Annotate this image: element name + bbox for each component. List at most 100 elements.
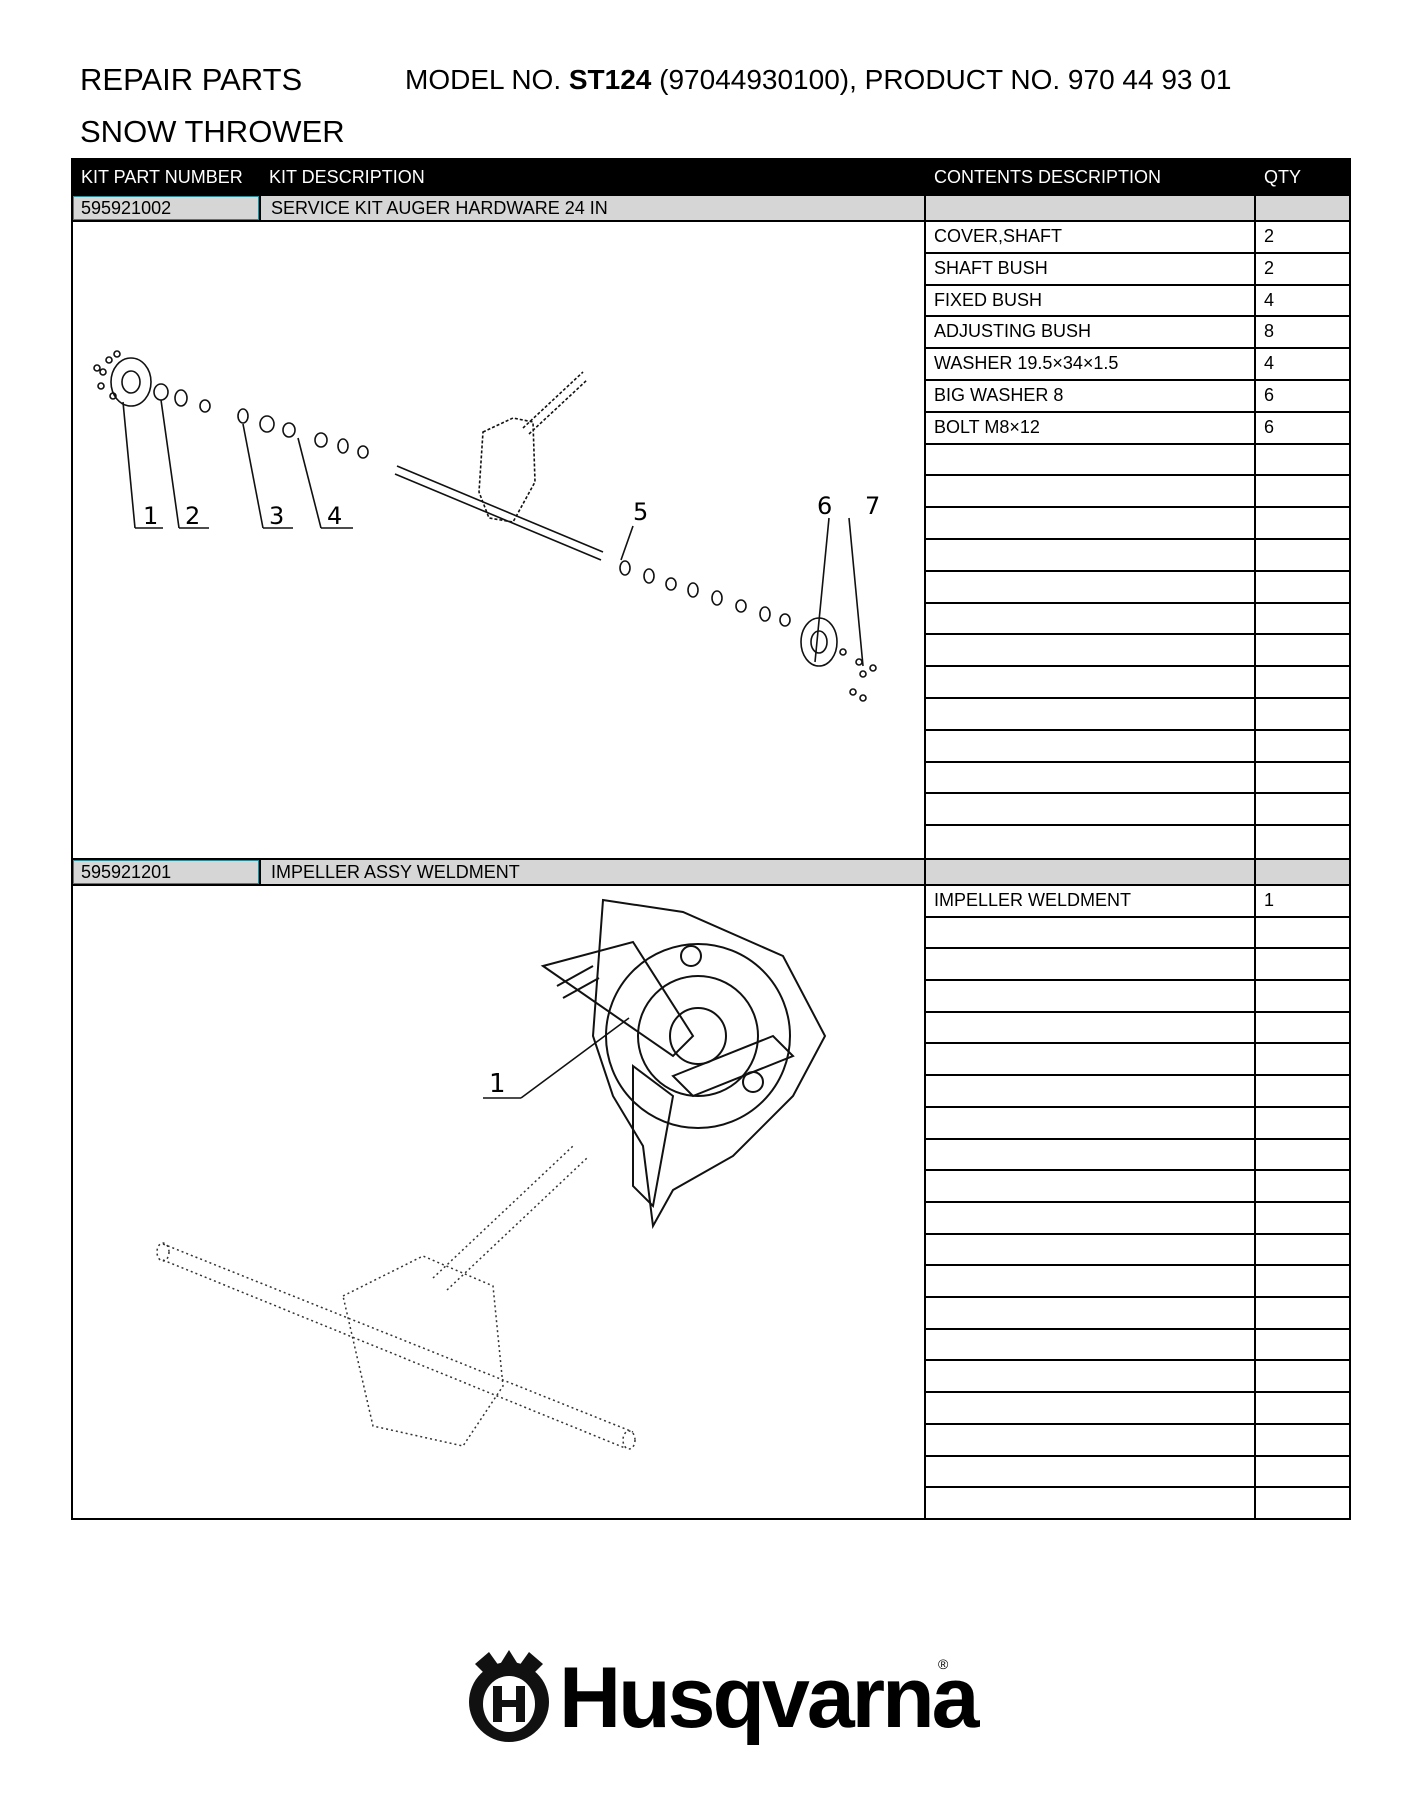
- parts-table: KIT PART NUMBER KIT DESCRIPTION CONTENTS…: [71, 158, 1351, 1520]
- table-row: [926, 949, 1351, 982]
- content-name: FIXED BUSH: [934, 289, 1043, 310]
- content-qty: [1256, 763, 1351, 792]
- content-qty: [1256, 1488, 1351, 1517]
- content-name: [926, 572, 1254, 601]
- content-name: [926, 981, 1254, 1010]
- content-name: [926, 1266, 1254, 1295]
- table-row: [926, 1171, 1351, 1203]
- content-name: [926, 540, 1254, 569]
- table-row: [926, 1362, 1351, 1394]
- table-row: [926, 981, 1351, 1013]
- content-name: [926, 445, 1254, 474]
- content-name: [926, 1045, 1254, 1074]
- kit-row: 595921201 IMPELLER ASSY WELDMENT: [73, 858, 1349, 886]
- table-row: [926, 667, 1351, 699]
- table-row: [926, 1140, 1351, 1172]
- callout-label: 1: [489, 1069, 506, 1099]
- content-name: [926, 1362, 1254, 1391]
- content-qty: 4: [1264, 353, 1275, 374]
- content-qty: [1256, 635, 1351, 664]
- table-row: [926, 731, 1351, 763]
- content-name: [926, 635, 1254, 664]
- content-qty: [1256, 540, 1351, 569]
- table-row: [926, 1076, 1351, 1108]
- column-header-qty: QTY: [1264, 167, 1302, 187]
- content-qty: [1256, 1203, 1351, 1232]
- table-row: [926, 1013, 1351, 1045]
- content-name: [926, 1235, 1254, 1264]
- content-qty: [1256, 699, 1351, 728]
- content-qty: [1256, 918, 1351, 947]
- table-row: [926, 572, 1351, 604]
- content-name: [926, 508, 1254, 537]
- auger-hardware-drawing: 1 2 3 4 5 6 7: [93, 350, 880, 702]
- logo-text: Husqvarna: [559, 1650, 979, 1746]
- husqvarna-logo: Husqvarna ®: [463, 1648, 979, 1748]
- impeller-diagram: 1: [73, 886, 924, 1520]
- callout-label: 1: [143, 502, 158, 530]
- content-qty: [1256, 949, 1351, 978]
- content-qty: 2: [1264, 226, 1275, 246]
- content-qty: 2: [1264, 257, 1275, 278]
- callout-label: 4: [327, 502, 342, 530]
- content-qty: [1256, 1298, 1351, 1327]
- content-name: [926, 1330, 1254, 1359]
- content-qty: [1256, 981, 1351, 1010]
- kit-description: IMPELLER ASSY WELDMENT: [271, 862, 520, 882]
- table-row: [926, 1203, 1351, 1235]
- table-row: [926, 1488, 1351, 1520]
- content-qty: [1256, 604, 1351, 633]
- page-subtitle: SNOW THROWER: [80, 114, 345, 149]
- content-qty: [1256, 1457, 1351, 1486]
- kit-part-number: 595921201: [73, 860, 261, 884]
- content-name: WASHER 19.5×34×1.5: [934, 353, 1119, 374]
- content-qty: 8: [1264, 321, 1275, 342]
- content-qty: [1256, 1393, 1351, 1422]
- model-info: MODEL NO. ST124 (97044930100), PRODUCT N…: [405, 64, 1231, 96]
- content-qty: [1256, 476, 1351, 505]
- content-qty: [1256, 826, 1351, 855]
- callout-label: 2: [185, 502, 200, 530]
- registered-mark: ®: [938, 1656, 949, 1672]
- content-qty: [1256, 1076, 1351, 1105]
- content-qty: [1256, 794, 1351, 823]
- content-name: IMPELLER WELDMENT: [934, 890, 1132, 910]
- table-row: [926, 794, 1351, 827]
- column-divider: [1254, 194, 1256, 1520]
- table-row: COVER,SHAFT 2: [926, 222, 1351, 254]
- page-title: REPAIR PARTS: [80, 62, 303, 97]
- kit-row: 595921002 SERVICE KIT AUGER HARDWARE 24 …: [73, 194, 1349, 222]
- content-qty: [1256, 508, 1351, 537]
- callout-label: 5: [633, 498, 648, 526]
- content-name: [926, 794, 1254, 823]
- content-qty: 6: [1264, 416, 1275, 437]
- content-name: [926, 1488, 1254, 1517]
- model-prefix: MODEL NO.: [405, 64, 569, 95]
- content-qty: [1256, 1266, 1351, 1295]
- content-name: COVER,SHAFT: [934, 226, 1063, 246]
- content-qty: [1256, 1013, 1351, 1042]
- auger-hardware-diagram: 1 2 3 4 5 6 7: [73, 222, 924, 858]
- content-name: [926, 1393, 1254, 1422]
- content-name: [926, 1457, 1254, 1486]
- column-divider: [924, 194, 926, 1520]
- content-name: [926, 763, 1254, 792]
- column-header-kit-description: KIT DESCRIPTION: [269, 167, 425, 187]
- kit-description: SERVICE KIT AUGER HARDWARE 24 IN: [271, 198, 608, 218]
- content-qty: [1256, 1171, 1351, 1200]
- content-qty: [1256, 1362, 1351, 1391]
- content-name: [926, 1140, 1254, 1169]
- content-name: [926, 699, 1254, 728]
- table-row: [926, 1393, 1351, 1425]
- callout-label: 6: [817, 492, 832, 520]
- content-qty: [1256, 1108, 1351, 1137]
- content-qty: [1256, 1045, 1351, 1074]
- content-qty: 6: [1264, 385, 1275, 405]
- table-row: [926, 1298, 1351, 1330]
- content-name: [926, 604, 1254, 633]
- content-qty: [1256, 1235, 1351, 1264]
